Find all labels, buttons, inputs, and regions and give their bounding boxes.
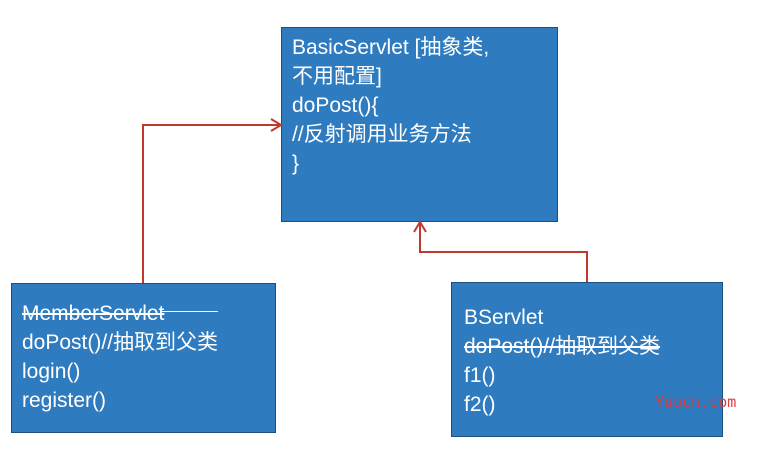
basic-servlet-line-1: BasicServlet [抽象类,: [292, 36, 490, 59]
strike-line: [160, 310, 219, 312]
member-servlet-line-1: doPost()//抽取到父类: [22, 331, 219, 354]
b-servlet-line-1: f1(): [464, 364, 496, 387]
basic-servlet-line-5: }: [292, 152, 300, 175]
b-servlet-struck-line: doPost()//抽取到父类: [464, 335, 661, 358]
watermark: Yuucn.com: [655, 393, 737, 411]
member-servlet-line-2: login(): [22, 360, 81, 383]
b-servlet-title: BServlet: [464, 306, 544, 329]
b-to-base-arrowhead: [413, 220, 427, 233]
b-to-base-connector: [419, 222, 588, 282]
basic-servlet-line-3: doPost(){: [292, 94, 379, 117]
member-to-base-connector: [142, 124, 281, 283]
basic-servlet-line-4: //反射调用业务方法: [292, 123, 472, 146]
member-servlet-box: MemberServlet doPost()//抽取到父类 login() re…: [11, 283, 276, 433]
member-servlet-title-row: MemberServlet: [22, 299, 265, 328]
b-servlet-box: BServlet doPost()//抽取到父类 f1() f2(): [451, 282, 723, 437]
member-to-base-arrowhead: [270, 118, 283, 132]
basic-servlet-box: BasicServlet [抽象类, 不用配置] doPost(){ //反射调…: [281, 27, 558, 222]
b-servlet-line-2: f2(): [464, 393, 496, 416]
member-servlet-line-3: register(): [22, 389, 107, 412]
basic-servlet-line-2: 不用配置]: [292, 65, 382, 88]
member-servlet-title: MemberServlet: [22, 302, 165, 325]
